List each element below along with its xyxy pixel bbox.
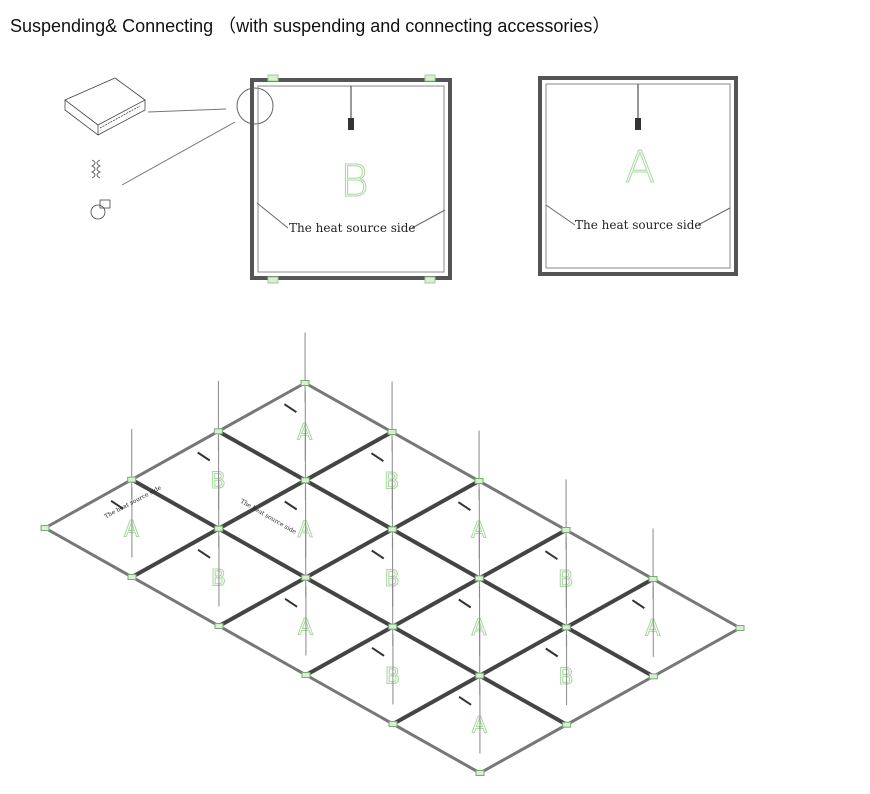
- panel-a-label: The heat source side: [575, 218, 702, 232]
- frame-beam: [131, 430, 393, 579]
- panel-letter: B: [211, 566, 226, 591]
- panel-letter: B: [385, 567, 400, 592]
- hanger-rod: [284, 500, 298, 511]
- panel-letter: A: [471, 519, 486, 544]
- panel-b-letter: B: [340, 156, 369, 207]
- hanger-rod: [371, 549, 385, 560]
- frame-beam: [304, 381, 741, 630]
- connector: [475, 672, 485, 679]
- panel-b-frame: [250, 74, 452, 284]
- hanger-rod: [370, 452, 384, 462]
- connector: [300, 380, 310, 386]
- connector: [213, 428, 223, 435]
- connector: [387, 429, 397, 435]
- accessory-connector-plate: [64, 77, 146, 136]
- panel-letter: B: [385, 664, 400, 689]
- connector: [648, 576, 658, 582]
- connector: [561, 624, 571, 631]
- hanger-rod: [283, 403, 297, 413]
- connector: [127, 476, 137, 483]
- detail-circle: [236, 87, 274, 125]
- hanger-rod: [371, 647, 385, 657]
- panel-letter: B: [384, 470, 399, 495]
- connector: [301, 672, 311, 678]
- connector: [388, 721, 398, 727]
- frame-beam: [479, 626, 741, 775]
- hanger-rod: [197, 451, 211, 462]
- panel-letter: A: [298, 518, 313, 543]
- connector: [474, 575, 484, 582]
- hanger-rod: [544, 550, 558, 560]
- connector: [388, 623, 398, 630]
- page-title: Suspending& Connecting （with suspending …: [10, 16, 611, 36]
- hanger-rod: [545, 647, 559, 658]
- connector: [735, 625, 745, 631]
- connector: [561, 527, 571, 533]
- panel-letter: B: [559, 665, 574, 690]
- connector: [40, 525, 50, 531]
- accessory-bracket: [91, 159, 101, 179]
- frame-beam: [44, 526, 481, 775]
- connector: [301, 574, 311, 581]
- leader-line: [147, 108, 227, 113]
- panel-b-label: The heat source side: [289, 221, 416, 235]
- hanger-rod: [458, 696, 472, 706]
- connector: [387, 526, 397, 533]
- leader-line: [121, 121, 236, 186]
- hanger-rod: [110, 500, 124, 510]
- panel-letter: B: [558, 568, 573, 593]
- hanger-rod: [458, 598, 472, 609]
- panel-letter: A: [297, 421, 312, 446]
- connector: [127, 574, 137, 580]
- connector: [474, 478, 484, 484]
- frame-beam: [217, 429, 655, 679]
- panel-letter: A: [645, 617, 660, 642]
- connector: [562, 721, 572, 728]
- panel-letter: B: [211, 469, 226, 494]
- hanger-rod: [284, 598, 298, 608]
- connector: [214, 525, 224, 532]
- hanger-rod: [631, 599, 645, 609]
- frame-beam: [218, 479, 480, 628]
- connector: [648, 673, 658, 680]
- panel-a-frame: [538, 76, 738, 276]
- frame-beam: [130, 477, 568, 727]
- connector: [475, 770, 485, 776]
- accessory-hanger: [90, 199, 111, 220]
- panel-letter: A: [472, 616, 487, 641]
- frame-beam: [305, 528, 567, 677]
- panel-a-letter: A: [625, 142, 655, 193]
- panel-letter: A: [298, 615, 313, 640]
- hanger-rod: [197, 549, 211, 559]
- panel-letter: A: [124, 517, 139, 542]
- frame-beam: [392, 577, 654, 726]
- frame-beam: [44, 381, 306, 530]
- hanger-rod: [457, 501, 471, 511]
- connector: [300, 477, 310, 484]
- panel-letter: A: [472, 713, 487, 738]
- connector: [214, 623, 224, 629]
